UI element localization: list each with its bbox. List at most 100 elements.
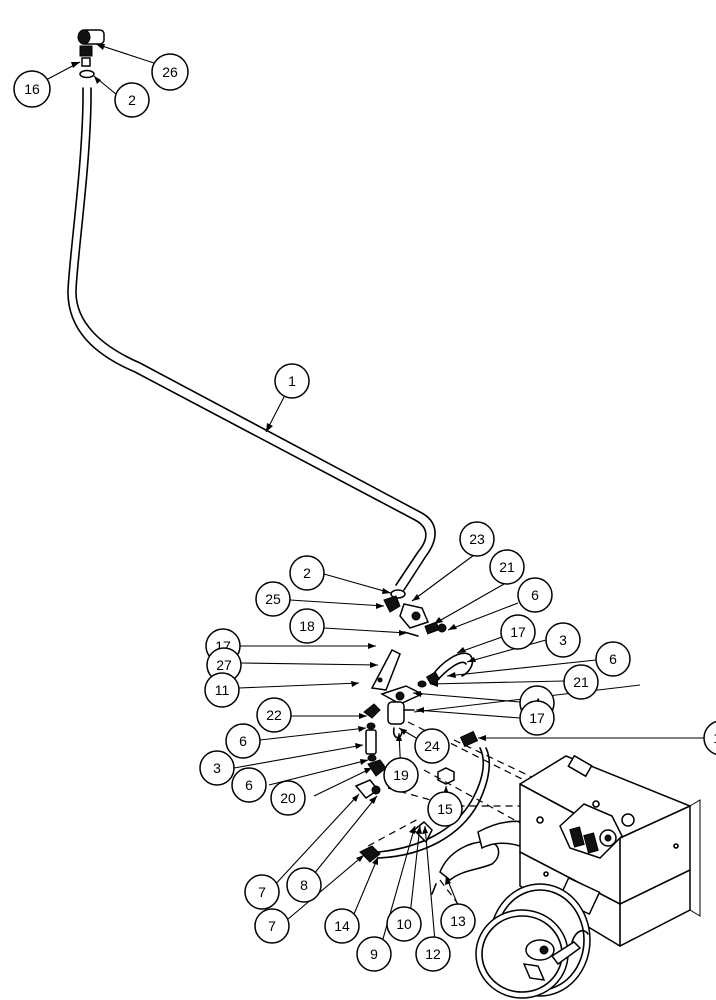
callouts: 26 16 2 1 23 2 21 25 6 18 17 17 3 27 6 1… — [13, 53, 716, 972]
nozzle-13 — [439, 841, 500, 881]
fitting-6 — [437, 623, 447, 633]
svg-text:2: 2 — [303, 565, 311, 581]
hex-nut-15 — [437, 767, 455, 785]
svg-text:13: 13 — [450, 913, 466, 929]
callout: 2 — [289, 555, 325, 591]
callout: 16 — [13, 70, 51, 108]
svg-text:6: 6 — [245, 777, 253, 793]
callout: 9 — [356, 936, 392, 972]
svg-text:6: 6 — [239, 733, 247, 749]
filter-hole — [395, 691, 405, 701]
svg-text:6: 6 — [531, 587, 539, 603]
callout: 21 — [563, 664, 599, 700]
callout: 6 — [517, 577, 553, 613]
filter-bowl — [387, 701, 405, 725]
callout: 25 — [255, 581, 291, 617]
callout: 7 — [244, 874, 280, 910]
svg-text:3: 3 — [213, 760, 221, 776]
handle — [567, 754, 593, 778]
elbow-fitting-end — [77, 29, 91, 45]
callout: 20 — [270, 780, 306, 816]
pump-part-a — [569, 826, 585, 848]
svg-text:7: 7 — [258, 884, 266, 900]
valve-port — [411, 611, 421, 621]
callout: 18 — [289, 608, 325, 644]
callout: 26 — [151, 53, 189, 91]
fitting-10 — [459, 730, 479, 748]
callout: 8 — [286, 867, 322, 903]
svg-text:18: 18 — [299, 618, 315, 634]
svg-text:10: 10 — [713, 730, 716, 746]
svg-text:14: 14 — [334, 918, 350, 934]
svg-text:9: 9 — [370, 946, 378, 962]
svg-text:10: 10 — [396, 916, 412, 932]
callout: 13 — [440, 903, 476, 939]
nipple-3 — [365, 729, 377, 755]
callout: 11 — [204, 672, 240, 708]
bracket-hole — [377, 677, 383, 683]
svg-text:7: 7 — [268, 918, 276, 934]
callout: 24 — [414, 728, 450, 764]
callout: 7 — [254, 908, 290, 944]
fitting-8 — [371, 785, 381, 795]
svg-text:20: 20 — [280, 790, 296, 806]
svg-text:24: 24 — [424, 738, 440, 754]
fitting-6b — [417, 680, 427, 688]
reel-crank — [550, 941, 582, 966]
svg-text:27: 27 — [216, 657, 232, 673]
callout: 6 — [595, 641, 631, 677]
callout: 15 — [427, 791, 463, 827]
svg-text:25: 25 — [265, 591, 281, 607]
callout: 10 — [703, 720, 716, 756]
nipple-thread — [81, 57, 91, 67]
ring-6a — [366, 722, 376, 730]
svg-text:2: 2 — [128, 92, 136, 108]
svg-text:26: 26 — [162, 64, 178, 80]
svg-text:17: 17 — [529, 710, 545, 726]
callout: 17 — [519, 700, 555, 736]
svg-text:11: 11 — [215, 682, 230, 698]
svg-text:12: 12 — [425, 946, 441, 962]
bracket-27 — [370, 649, 401, 691]
callout: 21 — [489, 549, 525, 585]
svg-text:8: 8 — [300, 877, 308, 893]
svg-text:15: 15 — [437, 801, 453, 817]
elbow-25 — [383, 595, 401, 613]
callout: 17 — [500, 614, 536, 650]
svg-text:17: 17 — [510, 624, 526, 640]
elbow-22 — [363, 703, 381, 719]
fitting-21b — [425, 671, 441, 685]
callout: 1 — [274, 363, 310, 399]
callout: 22 — [256, 697, 292, 733]
callout: 19 — [383, 757, 419, 793]
svg-text:21: 21 — [499, 559, 515, 575]
svg-text:21: 21 — [573, 674, 589, 690]
clamp-ring-top — [79, 69, 95, 79]
hose-reel — [475, 883, 591, 999]
svg-text:3: 3 — [559, 632, 567, 648]
callout: 12 — [415, 936, 451, 972]
pump-part-b — [583, 832, 599, 854]
valve-assembly — [354, 589, 474, 799]
top-fitting-assembly — [77, 29, 105, 79]
elbow-7b — [359, 845, 381, 863]
drain-tube — [392, 727, 403, 739]
hose-tube — [67, 87, 436, 591]
callout: 3 — [199, 750, 235, 786]
callout: 2 — [114, 82, 150, 118]
callout: 14 — [324, 908, 360, 944]
svg-text:19: 19 — [393, 767, 409, 783]
ring-6b — [367, 754, 377, 762]
hex-nipple — [79, 45, 93, 57]
callout: 23 — [459, 521, 495, 557]
callout: 6 — [225, 723, 261, 759]
callout: 6 — [231, 767, 267, 803]
svg-text:1: 1 — [288, 373, 296, 389]
fitting-21 — [424, 621, 440, 635]
callout: 10 — [386, 906, 422, 942]
svg-text:16: 16 — [24, 81, 40, 97]
svg-text:23: 23 — [469, 531, 485, 547]
svg-text:22: 22 — [266, 707, 282, 723]
callout: 3 — [545, 622, 581, 658]
